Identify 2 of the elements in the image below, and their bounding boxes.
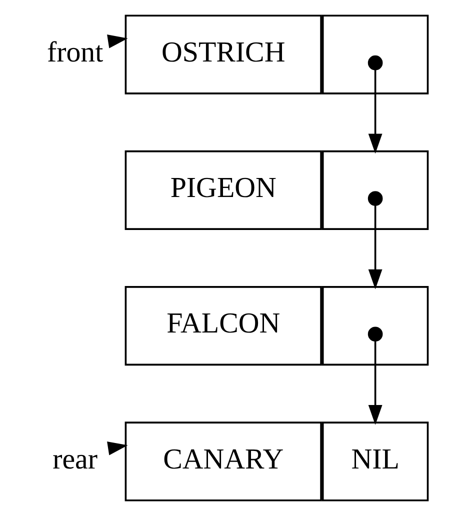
node-text: rear xyxy=(52,443,98,476)
node-text: front xyxy=(46,36,104,68)
